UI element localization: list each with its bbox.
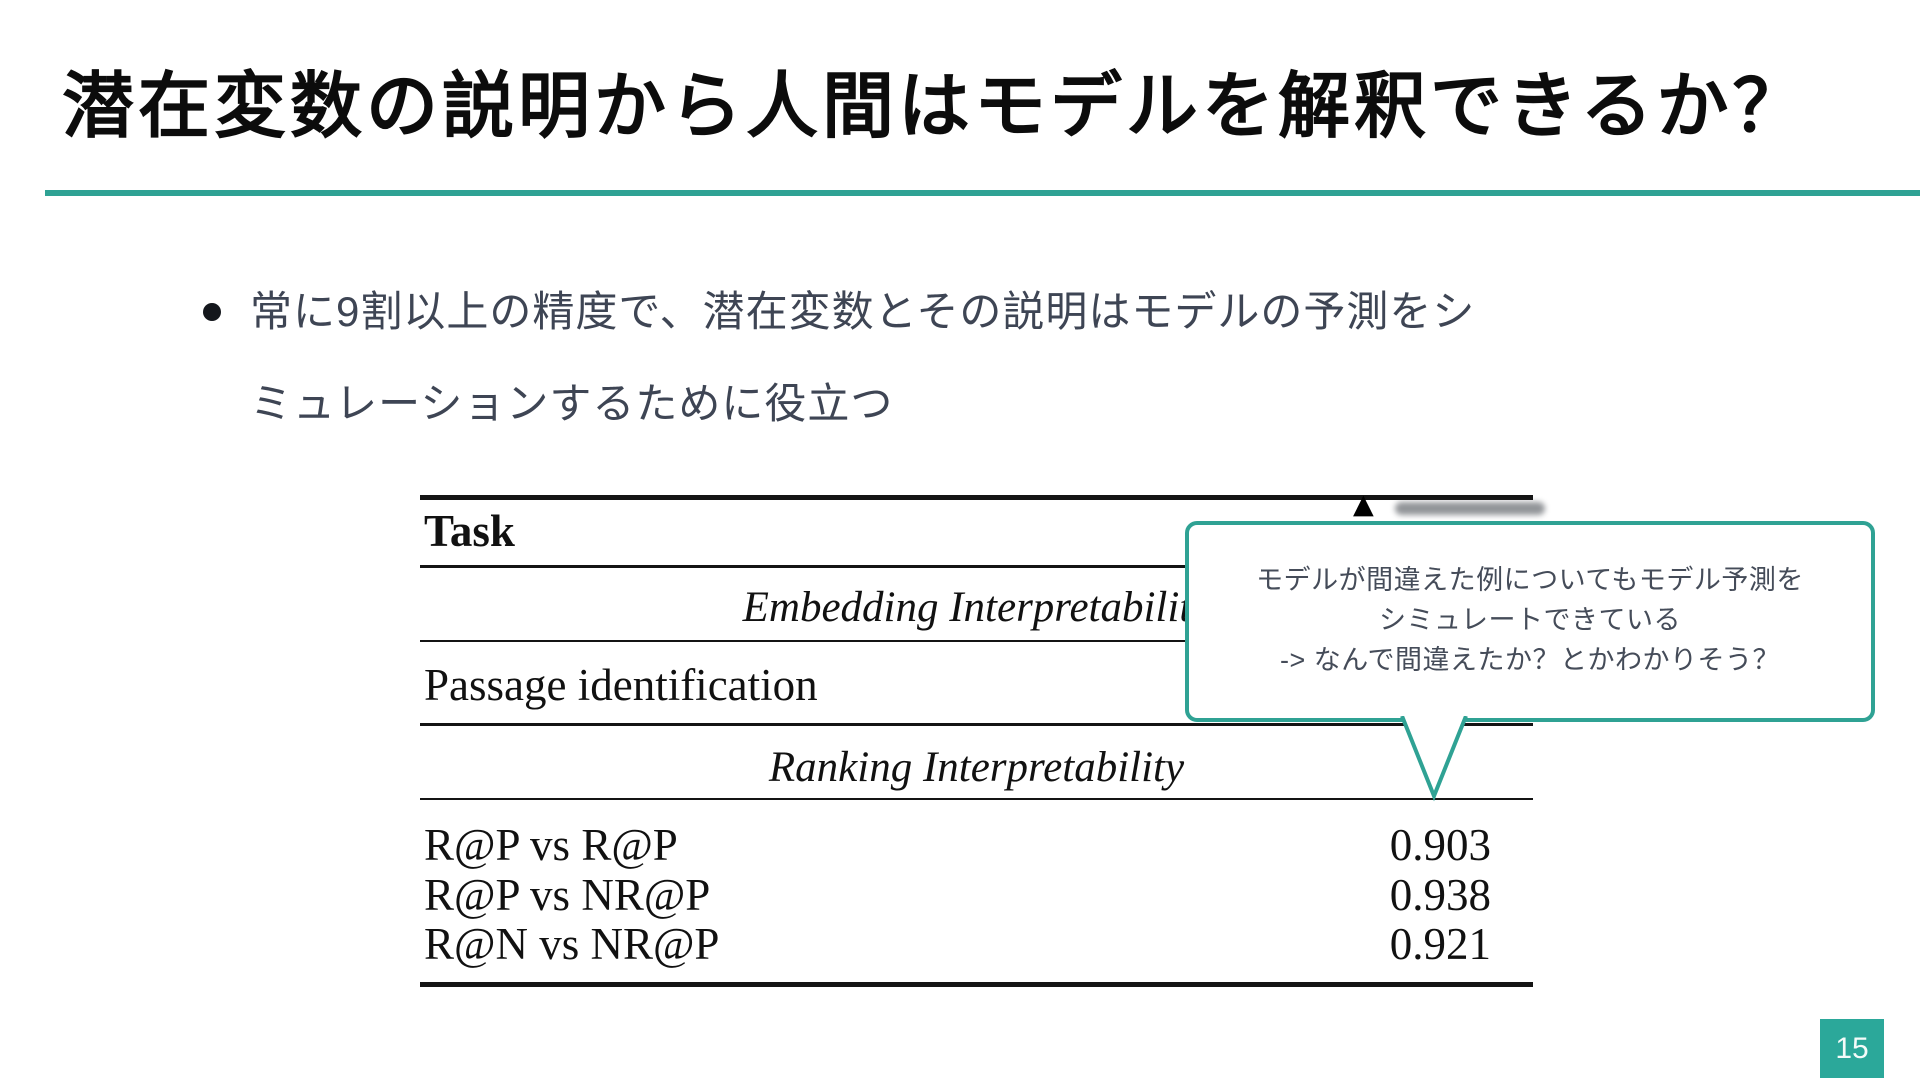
black-up-triangle-icon: ▲	[1353, 489, 1374, 520]
row-value: 0.938	[1389, 870, 1491, 920]
table-rule	[420, 640, 1533, 642]
title-divider	[45, 190, 1920, 196]
bullet-line-2: ミュレーションするために役立つ	[250, 380, 894, 427]
table-header-task: Task	[424, 506, 515, 556]
row-label: Passage identification	[424, 660, 818, 710]
table-rule	[420, 723, 1533, 726]
table-row-passage-identification: Passage identification	[424, 660, 1529, 710]
callout-line-1: モデルが間違えた例についてもモデル予測を	[1256, 565, 1804, 595]
table-row-rp-vs-nrp: R@P vs NR@P 0.938	[424, 870, 1529, 920]
table-section-embedding-interpretability: Embedding Interpretability	[742, 584, 1211, 631]
bullet-item: 常に9割以上の精度で、潜在変数とその説明はモデルの予測をシ ミュレーションするた…	[250, 266, 1750, 450]
page-number-badge: 15	[1820, 1019, 1884, 1078]
table-section-ranking-interpretability: Ranking Interpretability	[768, 744, 1185, 791]
bullet-dot	[203, 303, 221, 321]
table-rule-top	[420, 495, 1533, 500]
table-rule	[420, 565, 1533, 568]
table-rule-bottom	[420, 982, 1533, 987]
page-number: 15	[1835, 1031, 1869, 1065]
row-label: R@P vs NR@P	[424, 870, 711, 920]
callout-tail-pointer	[1400, 716, 1468, 802]
paper-results-table: Task ▲ Embedding Interpretability Passag…	[420, 489, 1545, 990]
table-rule	[420, 798, 1533, 800]
table-row-rp-vs-rp: R@P vs R@P 0.903	[424, 820, 1529, 870]
callout-line-3: -> なんで間違えたか？とかわかりそう？	[1280, 645, 1780, 675]
row-label: R@N vs NR@P	[424, 919, 720, 969]
callout-line-2: シミュレートできている	[1379, 605, 1681, 635]
annotation-callout: モデルが間違えた例についてもモデル予測を シミュレートできている -> なんで間…	[1185, 521, 1875, 722]
row-label: R@P vs R@P	[424, 820, 678, 870]
slide-title: 潜在変数の説明から人間はモデルを解釈できるか？	[62, 67, 1809, 147]
row-value: 0.903	[1389, 820, 1491, 870]
table-row-rn-vs-nrp: R@N vs NR@P 0.921	[424, 919, 1529, 969]
occluded-header-fragment	[1395, 502, 1545, 515]
bullet-line-1: 常に9割以上の精度で、潜在変数とその説明はモデルの予測をシ	[250, 288, 1476, 335]
row-value: 0.921	[1389, 919, 1491, 969]
